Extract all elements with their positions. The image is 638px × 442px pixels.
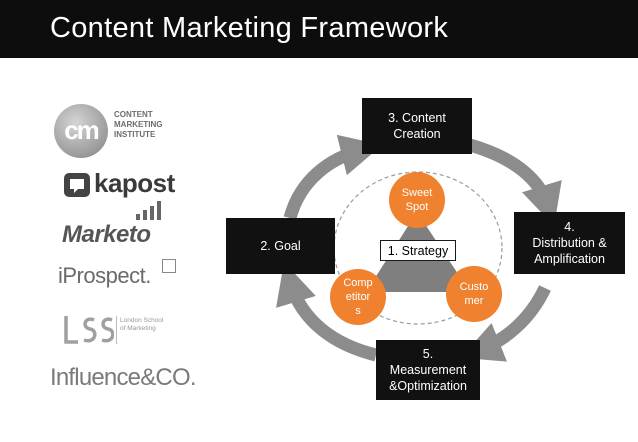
lsm-logo-text: London School of Marketing	[120, 317, 164, 332]
page-title: Content Marketing Framework	[50, 12, 449, 44]
measurement-label: 5. Measurement &Optimization	[389, 347, 467, 393]
strategy-label: 1. Strategy	[380, 240, 456, 261]
goal-box: 2. Goal	[226, 218, 335, 274]
measurement-box: 5. Measurement &Optimization	[376, 340, 480, 400]
competitors-circle: Comp etitor s	[330, 269, 386, 325]
sweet-spot-circle: Sweet Spot	[389, 172, 445, 228]
lsm-divider	[116, 316, 117, 344]
cmi-logo-mark: cm	[64, 115, 100, 145]
arrow-distribution-to-measurement	[460, 285, 551, 362]
content-creation-label: 3. Content Creation	[388, 111, 446, 141]
customer-circle: Custo mer	[446, 266, 502, 322]
influence-logo: Influence&CO.	[50, 364, 196, 391]
kapost-logo: kapost	[94, 168, 175, 198]
arrow-goal-to-creation	[283, 134, 383, 220]
kapost-logo-icon	[64, 173, 90, 197]
lsm-logo-mark	[64, 316, 114, 344]
cmi-logo-text: CONTENT MARKETING INSTITUTE	[114, 110, 163, 139]
dashed-ring	[333, 171, 503, 325]
distribution-label: 4. Distribution & Amplification	[532, 220, 607, 266]
marketo-logo: Marketo	[62, 221, 151, 248]
content-creation-box: 3. Content Creation	[362, 98, 472, 154]
iprospect-logo: iProspect.	[58, 263, 151, 288]
arrow-measurement-to-goal	[276, 262, 378, 362]
marketo-bars-icon	[136, 201, 161, 220]
goal-label: 2. Goal	[260, 239, 301, 253]
iprospect-badge-icon	[162, 259, 176, 273]
arrow-creation-to-distribution	[468, 138, 562, 226]
distribution-box: 4. Distribution & Amplification	[514, 212, 625, 274]
title-bar: Content Marketing Framework	[0, 0, 638, 58]
cmi-logo	[54, 104, 108, 158]
